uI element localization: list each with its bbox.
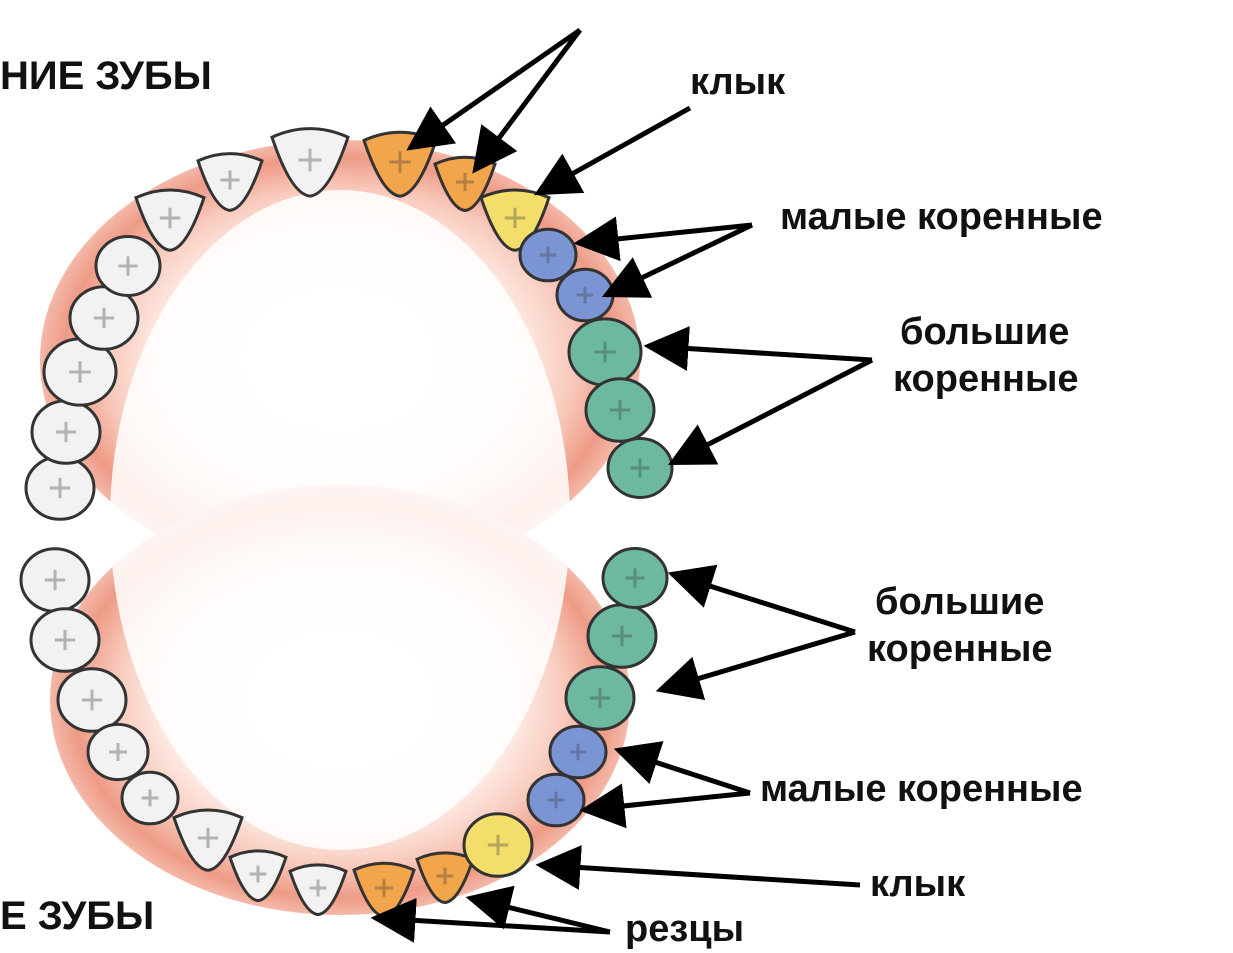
lower-molars-label-line2: коренные	[867, 630, 1053, 670]
lower-molars-label-line1: большие	[875, 583, 1044, 623]
arrow-lower-canine	[540, 865, 860, 885]
lower-premolars-label: малые коренные	[760, 770, 1083, 810]
lower-jaw-title: Е ЗУБЫ	[0, 895, 154, 937]
arrow-upper-canine	[538, 108, 690, 193]
arrow-upper-molar-1	[648, 346, 872, 360]
upper-molars-label-line2: коренные	[893, 360, 1079, 400]
arrow-upper-molar-2	[672, 360, 872, 463]
arrow-upper-incisor-2	[475, 30, 580, 170]
arrow-upper-incisor-1	[410, 30, 580, 148]
upper-canine-label: клык	[690, 63, 785, 103]
upper-premolars-label: малые коренные	[780, 198, 1103, 238]
arrow-lower-premolar-2	[584, 793, 750, 810]
upper-molars-label-line1: большие	[900, 313, 1069, 353]
arrow-upper-premolar-1	[578, 225, 752, 243]
lower-incisors-label: резцы	[625, 910, 744, 950]
arrow-lower-molar-2	[660, 632, 855, 690]
palate-center	[110, 190, 570, 850]
arrow-lower-molar-1	[672, 574, 855, 632]
upper-jaw-title: НИЕ ЗУБЫ	[0, 55, 212, 97]
arrow-lower-premolar-1	[618, 750, 750, 793]
lower-canine-label: клык	[870, 865, 965, 905]
